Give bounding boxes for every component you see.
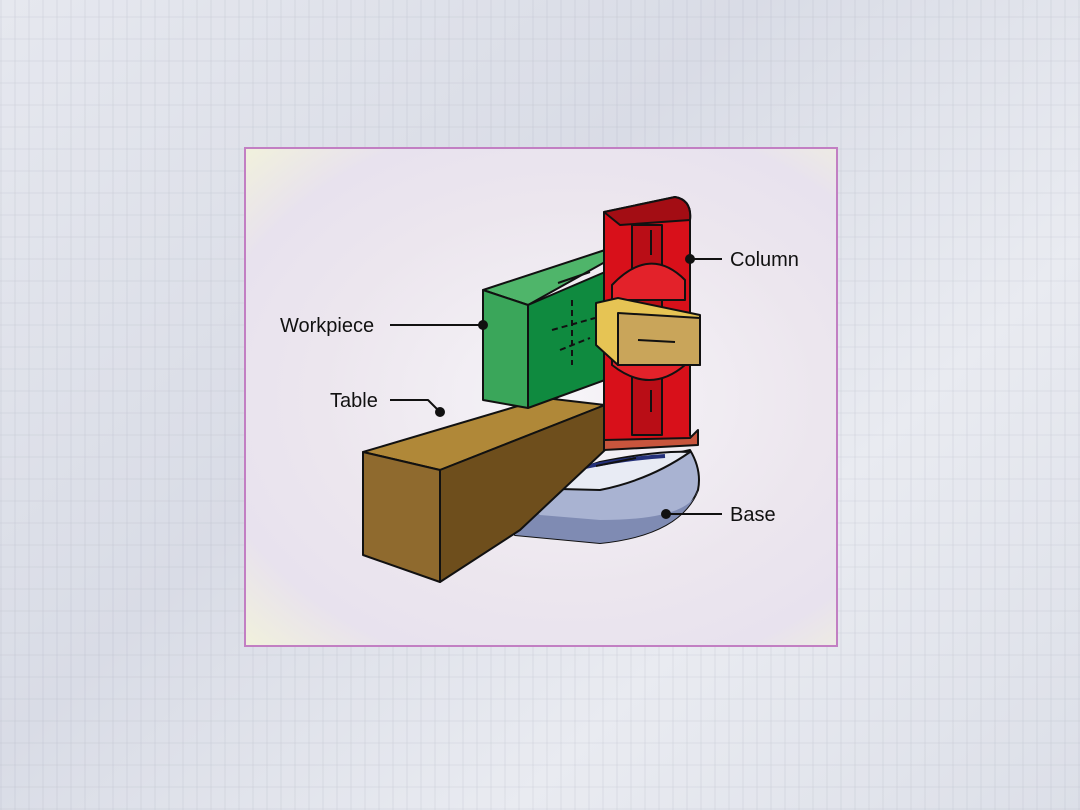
base-arrow-icon	[595, 457, 637, 467]
label-base: Base	[730, 504, 776, 526]
table-part	[362, 397, 606, 583]
ram-part	[595, 297, 701, 366]
leader-lines	[390, 254, 722, 519]
label-workpiece: Workpiece	[280, 315, 374, 337]
workpiece-arrow-icon	[557, 271, 591, 284]
label-column: Column	[730, 249, 799, 271]
workpiece-part	[482, 249, 606, 409]
label-table: Table	[330, 390, 378, 412]
ram-arrow-icon	[637, 339, 676, 343]
